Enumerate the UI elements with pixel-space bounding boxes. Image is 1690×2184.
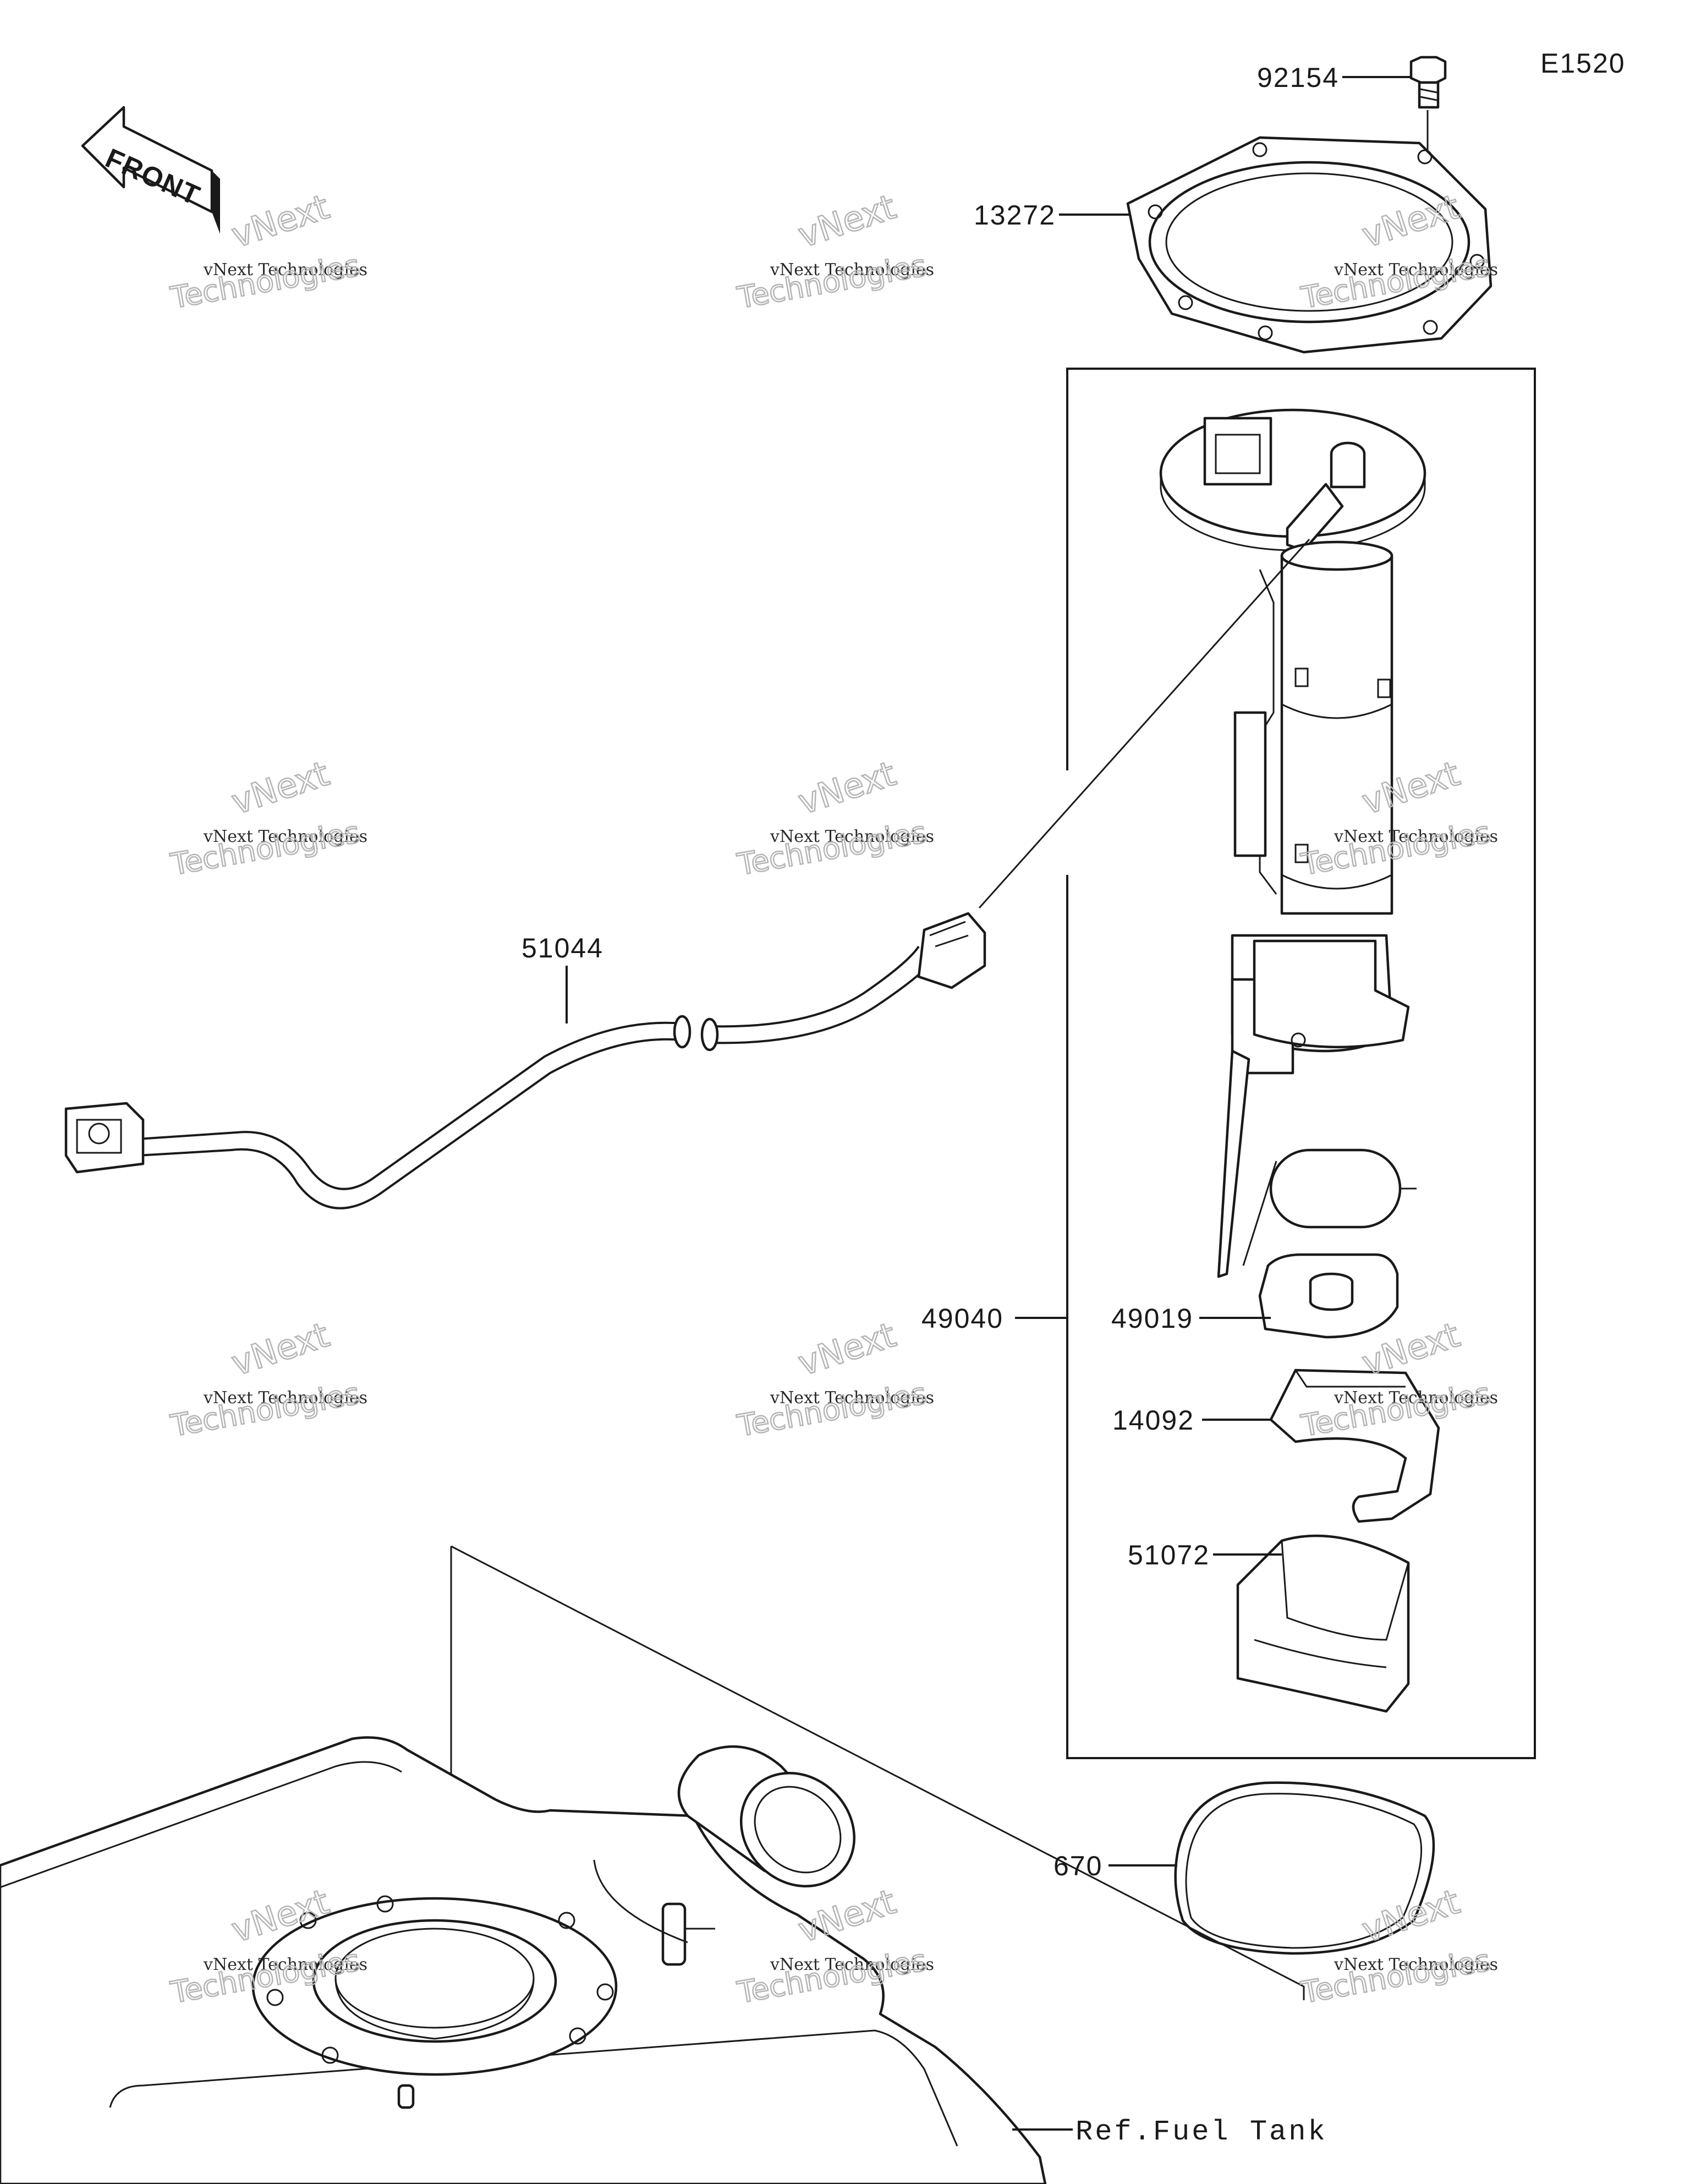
svg-text:vNext: vNext <box>227 1315 334 1383</box>
svg-text:vNext Technologies: vNext Technologies <box>1334 827 1498 846</box>
callout-51072: 51072 <box>1128 1540 1210 1570</box>
svg-text:vNext: vNext <box>227 753 334 822</box>
watermark-7: vNext vNext Technologies Technologies <box>167 1314 367 1444</box>
ref-fuel-tank-label: Ref.Fuel Tank <box>1076 2116 1327 2148</box>
svg-text:vNext: vNext <box>793 1315 901 1383</box>
svg-text:vNext Technologies: vNext Technologies <box>203 1388 367 1408</box>
svg-text:vNext: vNext <box>227 187 334 255</box>
svg-text:vNext Technologies: vNext Technologies <box>1334 1388 1498 1408</box>
callout-670: 670 <box>1053 1851 1102 1881</box>
fuel-pump-assembly-box <box>1066 368 1536 1759</box>
watermark-8: vNext vNext Technologies Technologies <box>734 1314 934 1444</box>
front-arrow-icon: FRONT <box>81 106 220 234</box>
svg-text:vNext: vNext <box>793 753 901 822</box>
svg-text:vNext Technologies: vNext Technologies <box>203 260 367 280</box>
watermark-5: vNext vNext Technologies Technologies <box>734 753 934 883</box>
svg-text:vNext Technologies: vNext Technologies <box>770 1955 934 1974</box>
o-ring-670[interactable] <box>1174 1781 1435 1955</box>
svg-text:vNext Technologies: vNext Technologies <box>203 1955 367 1974</box>
svg-text:Technologies: Technologies <box>734 815 929 882</box>
callout-92154: 92154 <box>1257 62 1339 93</box>
watermark-4: vNext vNext Technologies Technologies <box>167 753 367 883</box>
svg-text:vNext Technologies: vNext Technologies <box>203 827 367 846</box>
fuel-pump-49040[interactable] <box>1159 408 1426 1278</box>
svg-text:vNext Technologies: vNext Technologies <box>1334 1955 1498 1974</box>
callout-51044: 51044 <box>522 933 603 964</box>
svg-text:Technologies: Technologies <box>734 1376 929 1443</box>
callout-14092: 14092 <box>1112 1405 1194 1436</box>
svg-text:Technologies: Technologies <box>168 248 363 315</box>
callout-49040: 49040 <box>921 1303 1003 1334</box>
svg-text:vNext Technologies: vNext Technologies <box>1334 260 1498 280</box>
svg-text:Technologies: Technologies <box>168 1376 363 1443</box>
fuel-filter-49019[interactable] <box>1258 1253 1399 1339</box>
svg-text:vNext Technologies: vNext Technologies <box>770 1388 934 1408</box>
gasket-plate-13272[interactable] <box>1126 136 1493 354</box>
cover-14092[interactable] <box>1269 1369 1440 1523</box>
fuel-tank <box>0 1736 1047 2184</box>
bolt-92154[interactable] <box>1409 56 1447 109</box>
fuel-hose-51044[interactable] <box>64 912 986 1209</box>
svg-text:Technologies: Technologies <box>1298 1943 1493 2010</box>
svg-text:Technologies: Technologies <box>168 815 363 882</box>
callout-13272: 13272 <box>974 200 1056 231</box>
svg-text:vNext: vNext <box>793 187 901 255</box>
callout-49019: 49019 <box>1111 1303 1193 1334</box>
svg-text:Technologies: Technologies <box>734 248 929 315</box>
svg-text:vNext: vNext <box>793 1881 901 1950</box>
diagram-code: E1520 <box>1540 48 1626 79</box>
svg-text:vNext Technologies: vNext Technologies <box>770 827 934 846</box>
watermark-2: vNext vNext Technologies Technologies <box>734 186 934 316</box>
svg-text:vNext Technologies: vNext Technologies <box>770 260 934 280</box>
strainer-51072[interactable] <box>1236 1534 1410 1713</box>
